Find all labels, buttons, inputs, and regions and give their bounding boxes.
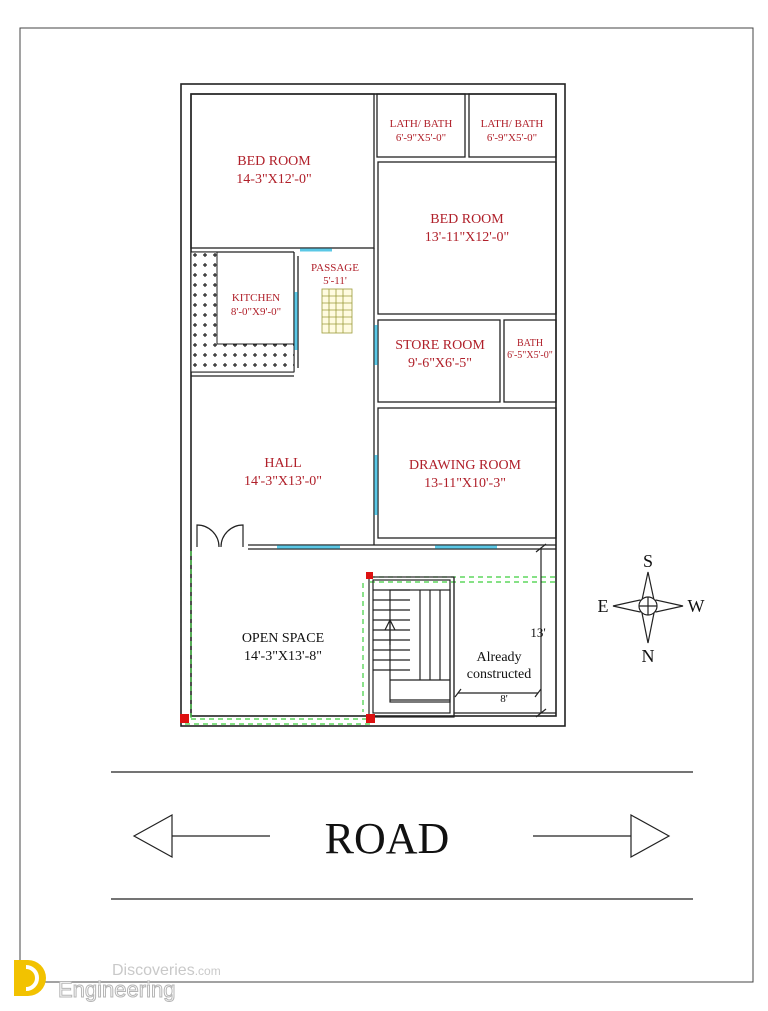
compass-west: W xyxy=(688,596,705,616)
dimension-8ft: 8' xyxy=(500,693,508,705)
bath3-name: BATH xyxy=(517,338,543,349)
hall-size: 14'-3"X13'-0" xyxy=(244,474,322,489)
watermark-text-1: Discoveries.com xyxy=(112,962,221,979)
bath2-size: 6'-9"X5'-0" xyxy=(487,132,537,144)
bedroom1-name: BED ROOM xyxy=(237,154,311,169)
entry-door xyxy=(196,524,244,548)
watermark-text-2: Engineering xyxy=(58,977,175,1002)
compass-south: S xyxy=(643,551,653,571)
bath3-size: 6'-5"X5'-0" xyxy=(507,350,553,361)
drawingroom-size: 13-11"X10'-3" xyxy=(424,476,506,491)
storeroom-size: 9'-6"X6'-5" xyxy=(408,356,472,371)
bedroom1-size: 14-3"X12'-0" xyxy=(236,172,311,187)
sheet-frame xyxy=(19,27,754,983)
dimension-13ft: 13' xyxy=(530,625,545,640)
bath1-size: 6'-9"X5'-0" xyxy=(396,132,446,144)
compass-north: N xyxy=(642,646,655,666)
road-label: ROAD xyxy=(325,814,450,863)
openspace-name: OPEN SPACE xyxy=(242,631,324,646)
drawingroom-name: DRAWING ROOM xyxy=(409,458,522,473)
corner-columns xyxy=(180,572,375,723)
constructed-area xyxy=(453,543,556,718)
bath1-name: LATH/ BATH xyxy=(390,118,453,130)
hall-name: HALL xyxy=(264,456,301,471)
road-arrow-right-icon xyxy=(630,813,671,859)
passage-name: PASSAGE xyxy=(311,262,359,274)
bedroom2-name: BED ROOM xyxy=(430,212,504,227)
road-arrow-left-icon xyxy=(132,813,173,859)
passage-size: 5'-11' xyxy=(323,275,347,287)
constructed-line1: Already xyxy=(476,650,521,665)
compass-icon xyxy=(612,571,684,644)
openspace-size: 14'-3"X13'-8" xyxy=(244,649,322,664)
storeroom-name: STORE ROOM xyxy=(395,338,485,353)
bedroom2-size: 13'-11"X12'-0" xyxy=(425,230,509,245)
passage-grid xyxy=(321,288,353,334)
constructed-line2: constructed xyxy=(467,667,532,682)
road xyxy=(111,771,693,900)
bath2-name: LATH/ BATH xyxy=(481,118,544,130)
staircase xyxy=(368,576,455,718)
watermark-logo-icon xyxy=(14,960,46,996)
windows xyxy=(277,248,497,549)
kitchen-platform xyxy=(190,251,295,373)
compass-east: E xyxy=(598,596,609,616)
kitchen-name: KITCHEN xyxy=(232,292,280,304)
kitchen-size: 8'-0"X9'-0" xyxy=(231,306,281,318)
